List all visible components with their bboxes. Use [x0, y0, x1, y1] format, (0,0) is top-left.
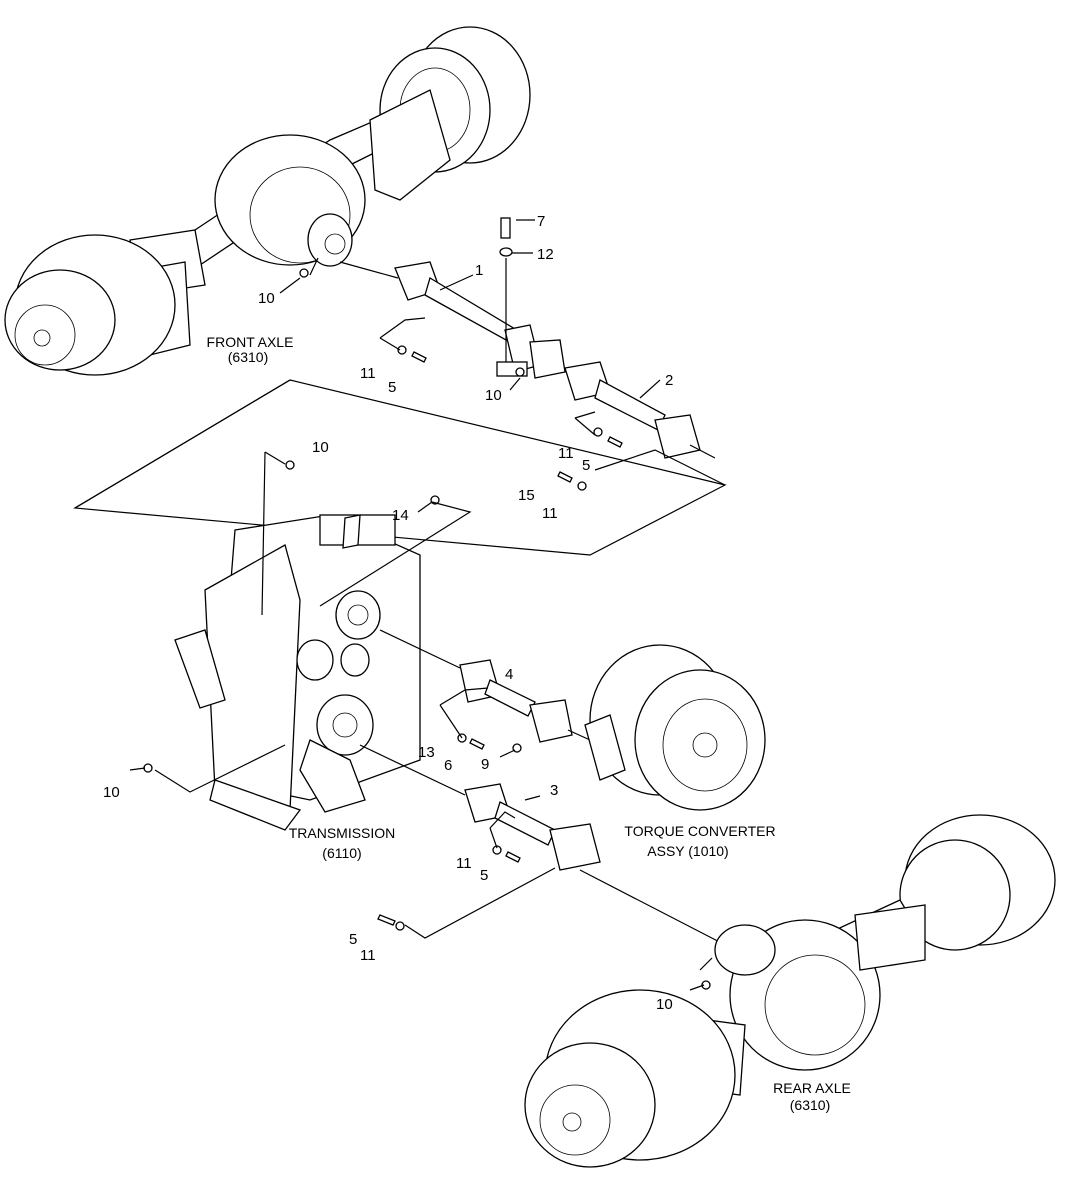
callout-15: 15 [518, 487, 535, 504]
drive-shaft-4 [379, 629, 591, 743]
callout-4: 4 [505, 666, 513, 683]
drive-line-3-leader [359, 744, 466, 796]
callout-11-front: 11 [360, 365, 376, 382]
callout-12: 12 [537, 246, 554, 263]
callout-2: 2 [665, 372, 673, 389]
callout-3: 3 [550, 782, 558, 799]
torque-converter-drawing [584, 644, 766, 811]
callout-5-shaft2: 5 [582, 457, 590, 474]
rear-axle-name: REAR AXLE [773, 1080, 851, 1096]
transmission-name: TRANSMISSION [289, 825, 396, 841]
drive-shaft-3 [464, 783, 601, 871]
drive-shaft-1 [339, 217, 566, 379]
transmission-drawing [174, 514, 421, 831]
callout-10-trans-left: 10 [103, 784, 120, 801]
callout-11-shaft2: 11 [558, 445, 574, 462]
callout-10-front: 10 [258, 290, 275, 307]
drive-line-rear [579, 869, 736, 951]
front-axle-name: FRONT AXLE [207, 334, 294, 350]
transmission-code: (6110) [322, 845, 361, 861]
callout-14: 14 [392, 507, 409, 524]
callout-10-bearing: 10 [485, 387, 502, 404]
callout-13: 13 [418, 744, 435, 761]
callout-5-rear: 5 [349, 931, 357, 948]
callout-10-trans-top: 10 [312, 439, 329, 456]
drive-shaft-2 [564, 361, 716, 459]
assembly-outline-edge [74, 379, 291, 509]
callout-5-front: 5 [388, 379, 396, 396]
assembly-captions: FRONT AXLE (6310) TRANSMISSION (6110) TO… [207, 334, 851, 1113]
callout-6: 6 [444, 757, 452, 774]
front-axle-code: (6310) [228, 349, 268, 365]
rear-axle-code: (6310) [790, 1097, 830, 1113]
leader-lines [129, 219, 726, 991]
callout-11-rear: 11 [360, 947, 376, 964]
callout-1: 1 [475, 262, 483, 279]
callout-5-shaft3: 5 [480, 867, 488, 884]
torque-converter-code: ASSY (1010) [647, 843, 728, 859]
callout-11-lower: 11 [542, 505, 558, 522]
callout-numbers: 7 12 1 10 11 5 10 2 11 5 15 11 10 14 4 1… [103, 213, 673, 1013]
callout-9: 9 [481, 756, 489, 773]
callout-10-rear: 10 [656, 996, 673, 1013]
callout-11-shaft3: 11 [456, 855, 472, 872]
callout-7: 7 [537, 213, 545, 230]
torque-converter-name: TORQUE CONVERTER [624, 823, 775, 839]
front-axle-drawing [4, 26, 531, 376]
rear-axle-drawing [524, 814, 1056, 1168]
